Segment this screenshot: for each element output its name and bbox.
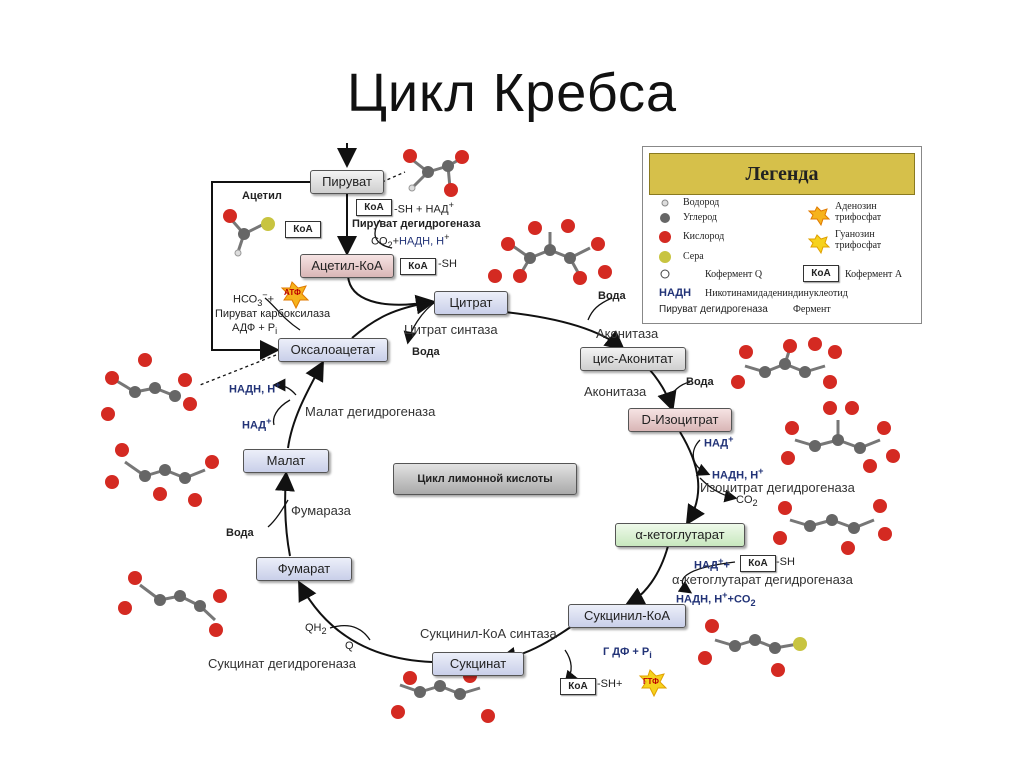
acetyl-label: Ацетил bbox=[242, 190, 282, 202]
idh-label: Изоцитрат дегидрогеназа bbox=[700, 480, 855, 495]
scs-sh-label: -SH+ bbox=[597, 678, 623, 690]
arrow-acetylcoa-citrate bbox=[347, 275, 431, 306]
akgdh-label: α-кетоглутарат дегидрогеназа bbox=[672, 572, 853, 587]
qh2-label: QH2 bbox=[305, 622, 327, 637]
co2-label-idh: CO2 bbox=[736, 494, 758, 509]
molecule-malate bbox=[105, 443, 219, 507]
succinyl-coa-box: Сукцинил-КоА bbox=[568, 604, 686, 628]
legend-nadh: НАДН bbox=[659, 287, 692, 299]
molecule-cis-aconitate bbox=[731, 337, 842, 389]
cycle-arrow-cisaconitate-isocitrate bbox=[649, 369, 677, 412]
water-label-fumarate: Вода bbox=[226, 527, 254, 539]
cycle-center-label: Цикл лимонной кислоты bbox=[393, 463, 577, 495]
water-label-citrate: Вода bbox=[598, 290, 626, 302]
fumarase-label: Фумараза bbox=[291, 503, 351, 518]
atf-label: АТФ bbox=[284, 288, 301, 297]
cycle-arrow-malate-oxaloacetate bbox=[287, 360, 324, 449]
legend-panel: Легенда Водород Углерод Кислород Сера Ко… bbox=[642, 146, 922, 324]
hco3-label: НСО3−+ bbox=[233, 290, 275, 308]
arrow-pyruvate-oxaloacetate bbox=[211, 181, 310, 360]
gtp-star-icon bbox=[638, 669, 668, 698]
nadh-label-akgdh: НАДН, Н++CO2 bbox=[676, 590, 756, 608]
legend-gtp: Гуанозин трифосфат bbox=[835, 229, 882, 251]
legend-coenzyme-q: Кофермент Q bbox=[705, 269, 763, 280]
nadh-label-mdh: НАДН, Н+ bbox=[229, 380, 281, 396]
water-label-oaa: Вода bbox=[412, 346, 440, 358]
molecule-acetyl bbox=[223, 209, 275, 257]
oxaloacetate-box: Оксалоацетат bbox=[278, 338, 388, 362]
nad-label-idh: НАД+ bbox=[704, 434, 734, 450]
aconitase-label-1: Аконитаза bbox=[596, 326, 659, 341]
molecule-fumarate bbox=[118, 571, 227, 637]
water-label-aconitate: Вода bbox=[686, 376, 714, 388]
mdh-label: Малат дегидрогеназа bbox=[305, 404, 436, 419]
adf-pi-label: АДФ + Рi bbox=[232, 322, 278, 337]
pdh-products-label: CO2+НАДН, Н+ bbox=[371, 232, 450, 250]
legend-coenzyme-a: Кофермент А bbox=[845, 269, 903, 280]
gdf-pi-label: Г ДФ + Рi bbox=[603, 646, 652, 661]
sdh-label: Сукцинат дегидрогеназа bbox=[208, 656, 356, 671]
legend-enzyme: Фермент bbox=[793, 304, 831, 315]
molecule-succinyl-coa bbox=[698, 619, 807, 677]
nadh-label-idh: НАДН, Н+ bbox=[712, 466, 764, 482]
nad-label-akgdh: НАД++ bbox=[694, 556, 730, 572]
molecule-succinate bbox=[391, 669, 495, 723]
legend-enzyme-example: Пируват дегидрогеназа bbox=[659, 304, 768, 315]
koa-icon-acetyl: КоА bbox=[285, 221, 321, 238]
succinate-box: Сукцинат bbox=[432, 652, 524, 676]
pdh-sh-label: -SH + НАД+ bbox=[394, 200, 454, 216]
cycle-arrow-akg-succinylcoa bbox=[624, 545, 669, 606]
akgdh-sh-label: -SH bbox=[776, 556, 795, 568]
legend-title: Легенда bbox=[649, 153, 915, 195]
legend-koa-icon: КоА bbox=[803, 265, 839, 282]
molecule-isocitrate bbox=[781, 401, 900, 473]
isocitrate-box: D-Изоцитрат bbox=[628, 408, 732, 432]
molecule-pyruvate bbox=[403, 149, 469, 197]
legend-nadh-full: Никотинамидадениндинуклеотид bbox=[705, 288, 848, 299]
legend-hydrogen: Водород bbox=[683, 197, 720, 208]
scs-label: Сукцинил-КоА синтаза bbox=[420, 626, 557, 641]
cycle-arrow-fumarate-malate bbox=[274, 471, 295, 557]
legend-sulfur: Сера bbox=[683, 251, 704, 262]
molecule-alpha-ketoglutarate bbox=[773, 499, 892, 555]
aconitase-label-2: Аконитаза bbox=[584, 384, 647, 399]
pc-label: Пируват карбоксилаза bbox=[215, 308, 331, 320]
molecule-oxaloacetate bbox=[101, 353, 197, 421]
pdh-label: Пируват дегидрогеназа bbox=[352, 218, 481, 230]
q-label: Q bbox=[345, 640, 354, 652]
cis-aconitate-box: цис-Аконитат bbox=[580, 347, 686, 371]
cycle-arrow-citrate-cisaconitate bbox=[504, 311, 626, 351]
pyruvate-box: Пируват bbox=[310, 170, 384, 194]
legend-carbon: Углерод bbox=[683, 212, 718, 223]
koa-icon-acetylcoa: КоА bbox=[400, 258, 436, 275]
nad-label-mdh: НАД+ bbox=[242, 416, 272, 432]
legend-atp: Аденозин трифосфат bbox=[835, 201, 882, 223]
gtf-label: ГТФ bbox=[643, 677, 659, 686]
acetyl-coa-box: Ацетил-КоА bbox=[300, 254, 394, 278]
koa-icon-scs: КоА bbox=[560, 678, 596, 695]
alpha-ketoglutarate-box: α-кетоглутарат bbox=[615, 523, 745, 547]
koa-icon-pdh: КоА bbox=[356, 199, 392, 216]
fumarate-box: Фумарат bbox=[256, 557, 352, 581]
cycle-arrow-isocitrate-akg bbox=[679, 431, 705, 526]
cycle-arrow-succinate-fumarate bbox=[298, 580, 433, 663]
koa-icon-akgdh: КоА bbox=[740, 555, 776, 572]
atp-star-icon bbox=[280, 281, 310, 310]
page-title: Цикл Кребса bbox=[346, 63, 678, 123]
legend-oxygen: Кислород bbox=[683, 231, 725, 242]
citrate-synthase-label: Цитрат синтаза bbox=[404, 322, 498, 337]
acetylcoa-sh-label: -SH bbox=[438, 258, 457, 270]
molecule-citrate bbox=[488, 219, 612, 285]
legend-symbols bbox=[659, 199, 831, 279]
citrate-box: Цитрат bbox=[434, 291, 508, 315]
malate-box: Малат bbox=[243, 449, 329, 473]
